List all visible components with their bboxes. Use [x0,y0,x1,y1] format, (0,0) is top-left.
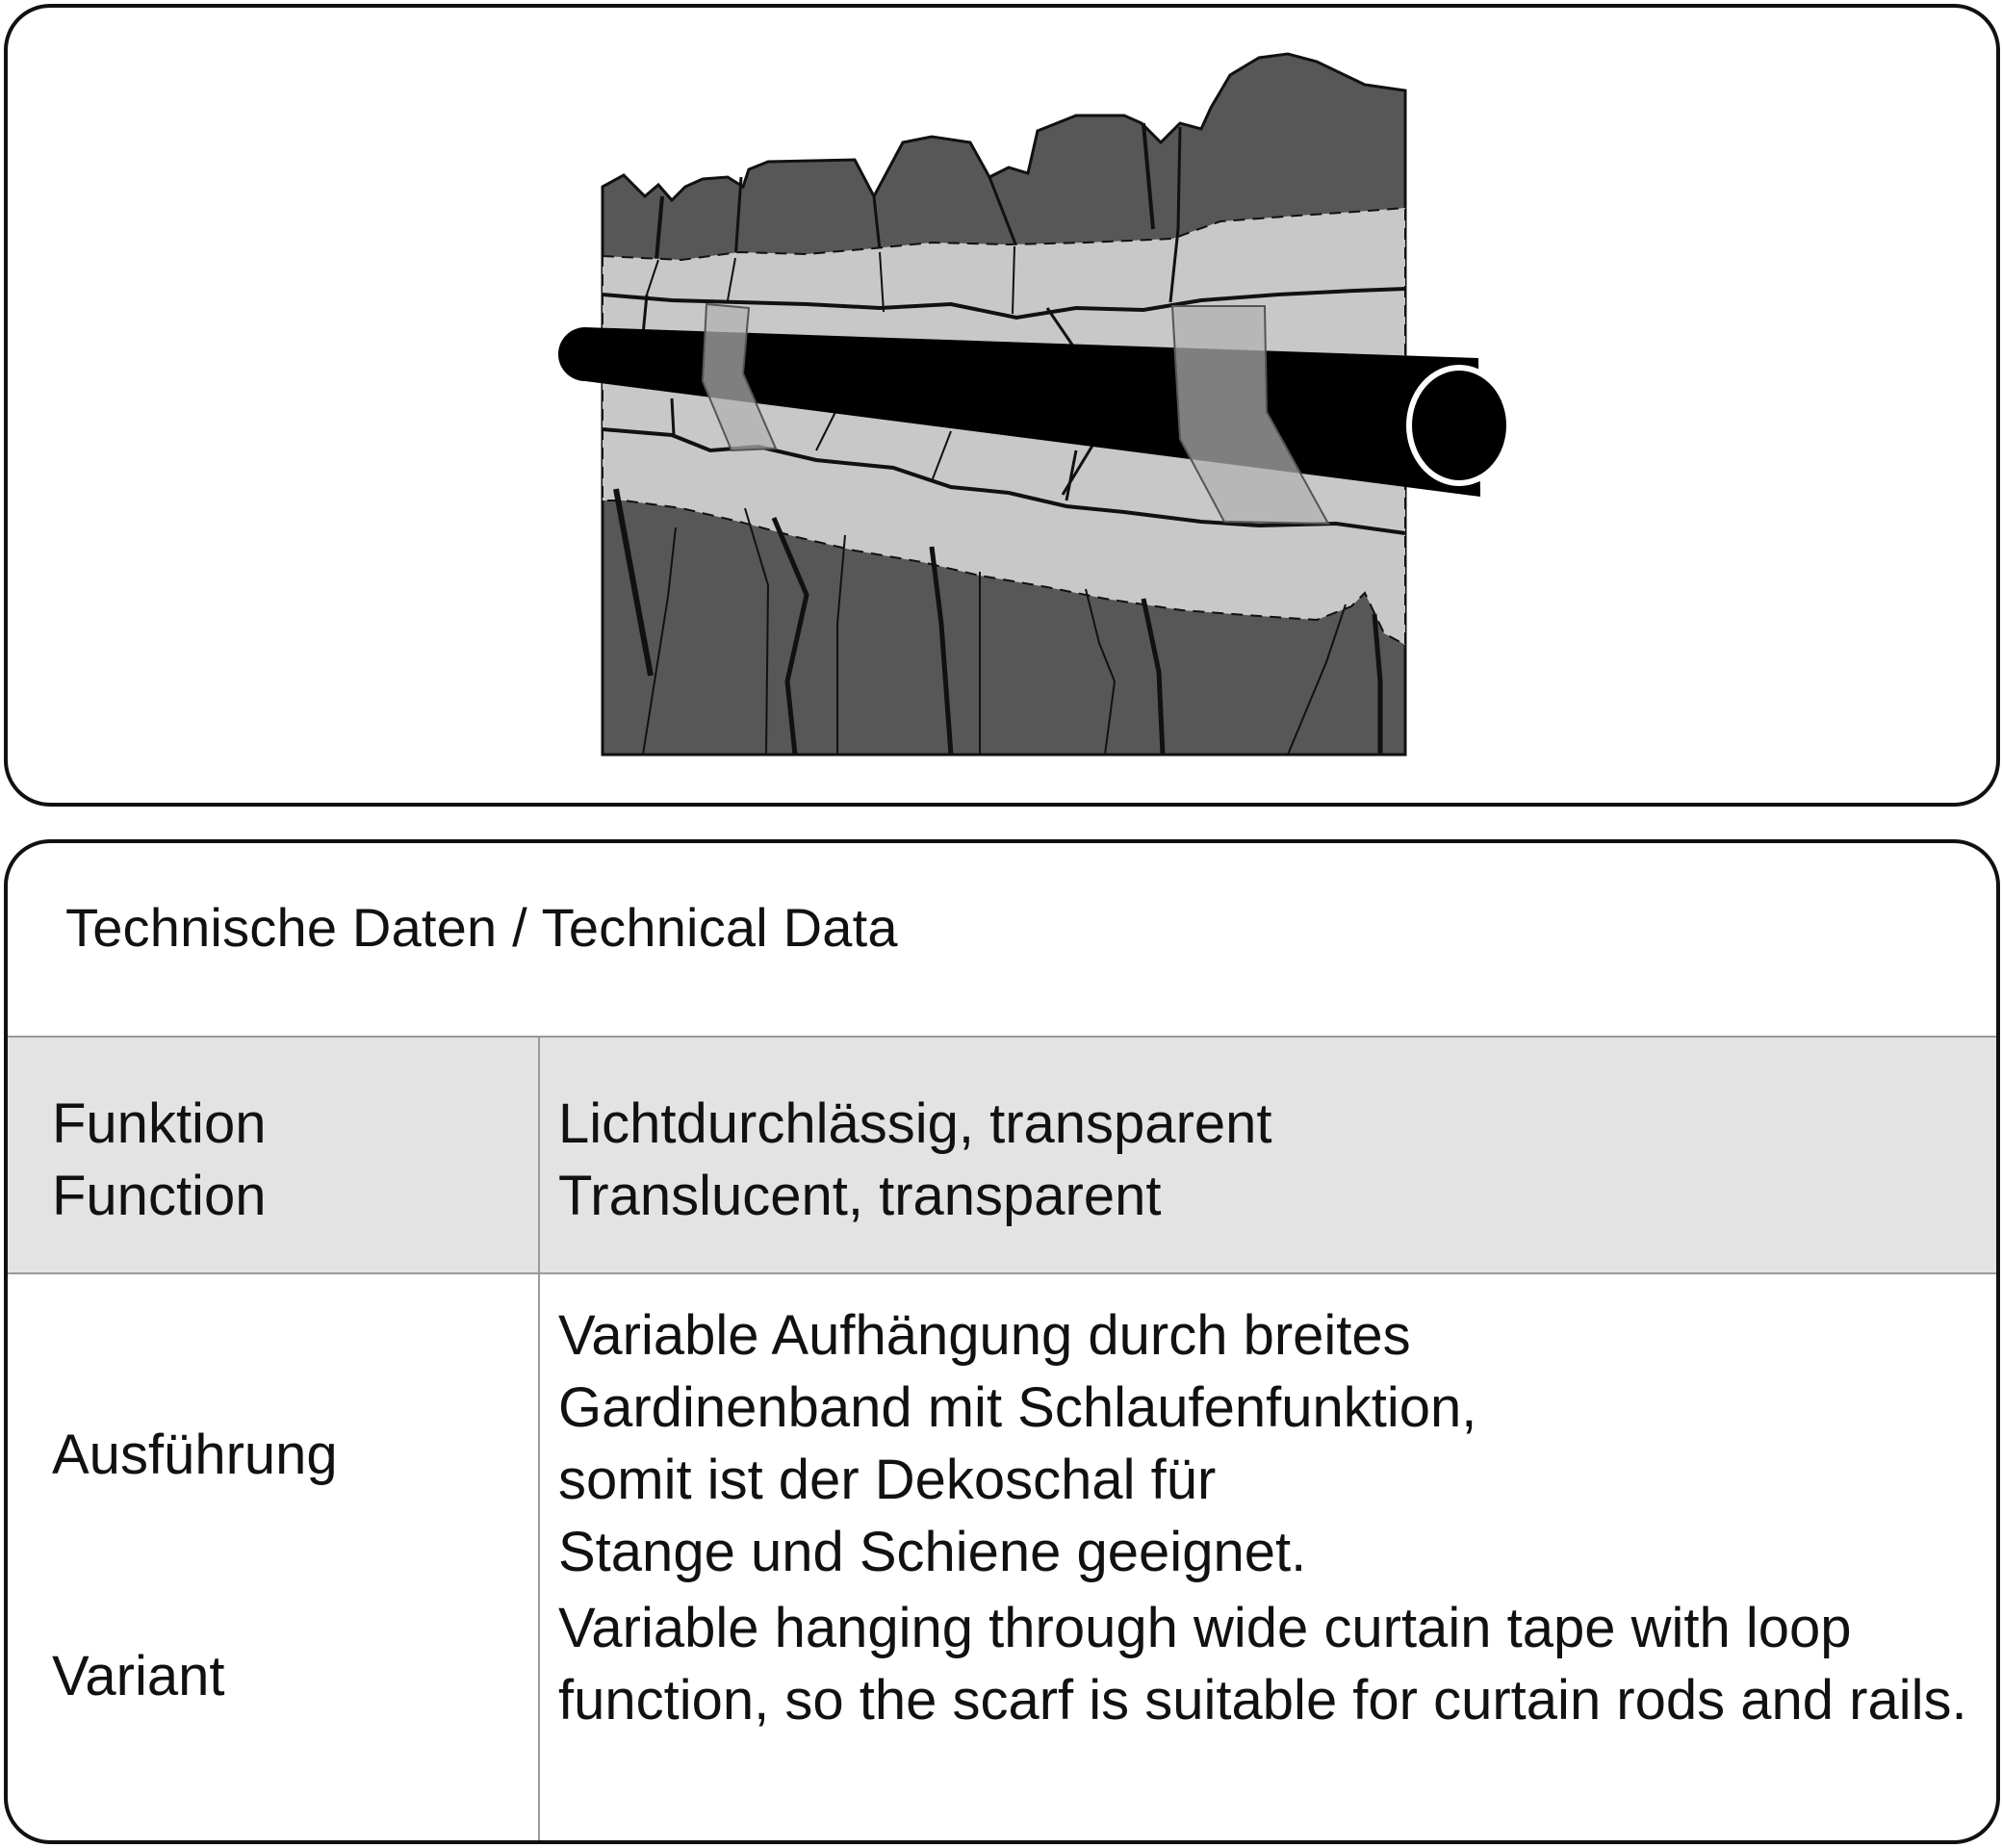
function-label-en: Function [52,1165,267,1227]
curtain-rod-illustration [558,52,1512,757]
illustration-panel [4,4,2000,807]
table-row-variant: Ausführung Variant Variable Aufhängung d… [8,1274,1996,1840]
function-value-de: Lichtdurchlässig, transparent [558,1092,1272,1155]
variant-label-en: Variant [52,1645,225,1707]
function-value-en: Translucent, transparent [558,1165,1162,1227]
function-label-de: Funktion [52,1092,267,1155]
tape-loop-left [701,302,778,452]
column-divider [538,1274,540,1840]
function-value: Lichtdurchlässig, transparent Translucen… [558,1088,1272,1232]
rod-end [1406,365,1512,486]
function-label: Funktion Function [52,1088,266,1232]
variant-value-de: Variable Aufhängung durch breites Gardin… [558,1304,1477,1583]
variant-label-de: Ausführung [52,1424,338,1486]
column-divider [538,1038,540,1272]
tape-loop-right [1170,305,1330,526]
variant-value-en: Variable hanging through wide curtain ta… [558,1597,1967,1732]
table-title: Technische Daten / Technical Data [65,897,898,958]
technical-data-panel: Technische Daten / Technical Data Funkti… [4,839,2000,1844]
table-row-function: Funktion Function Lichtdurchlässig, tran… [8,1036,1996,1274]
